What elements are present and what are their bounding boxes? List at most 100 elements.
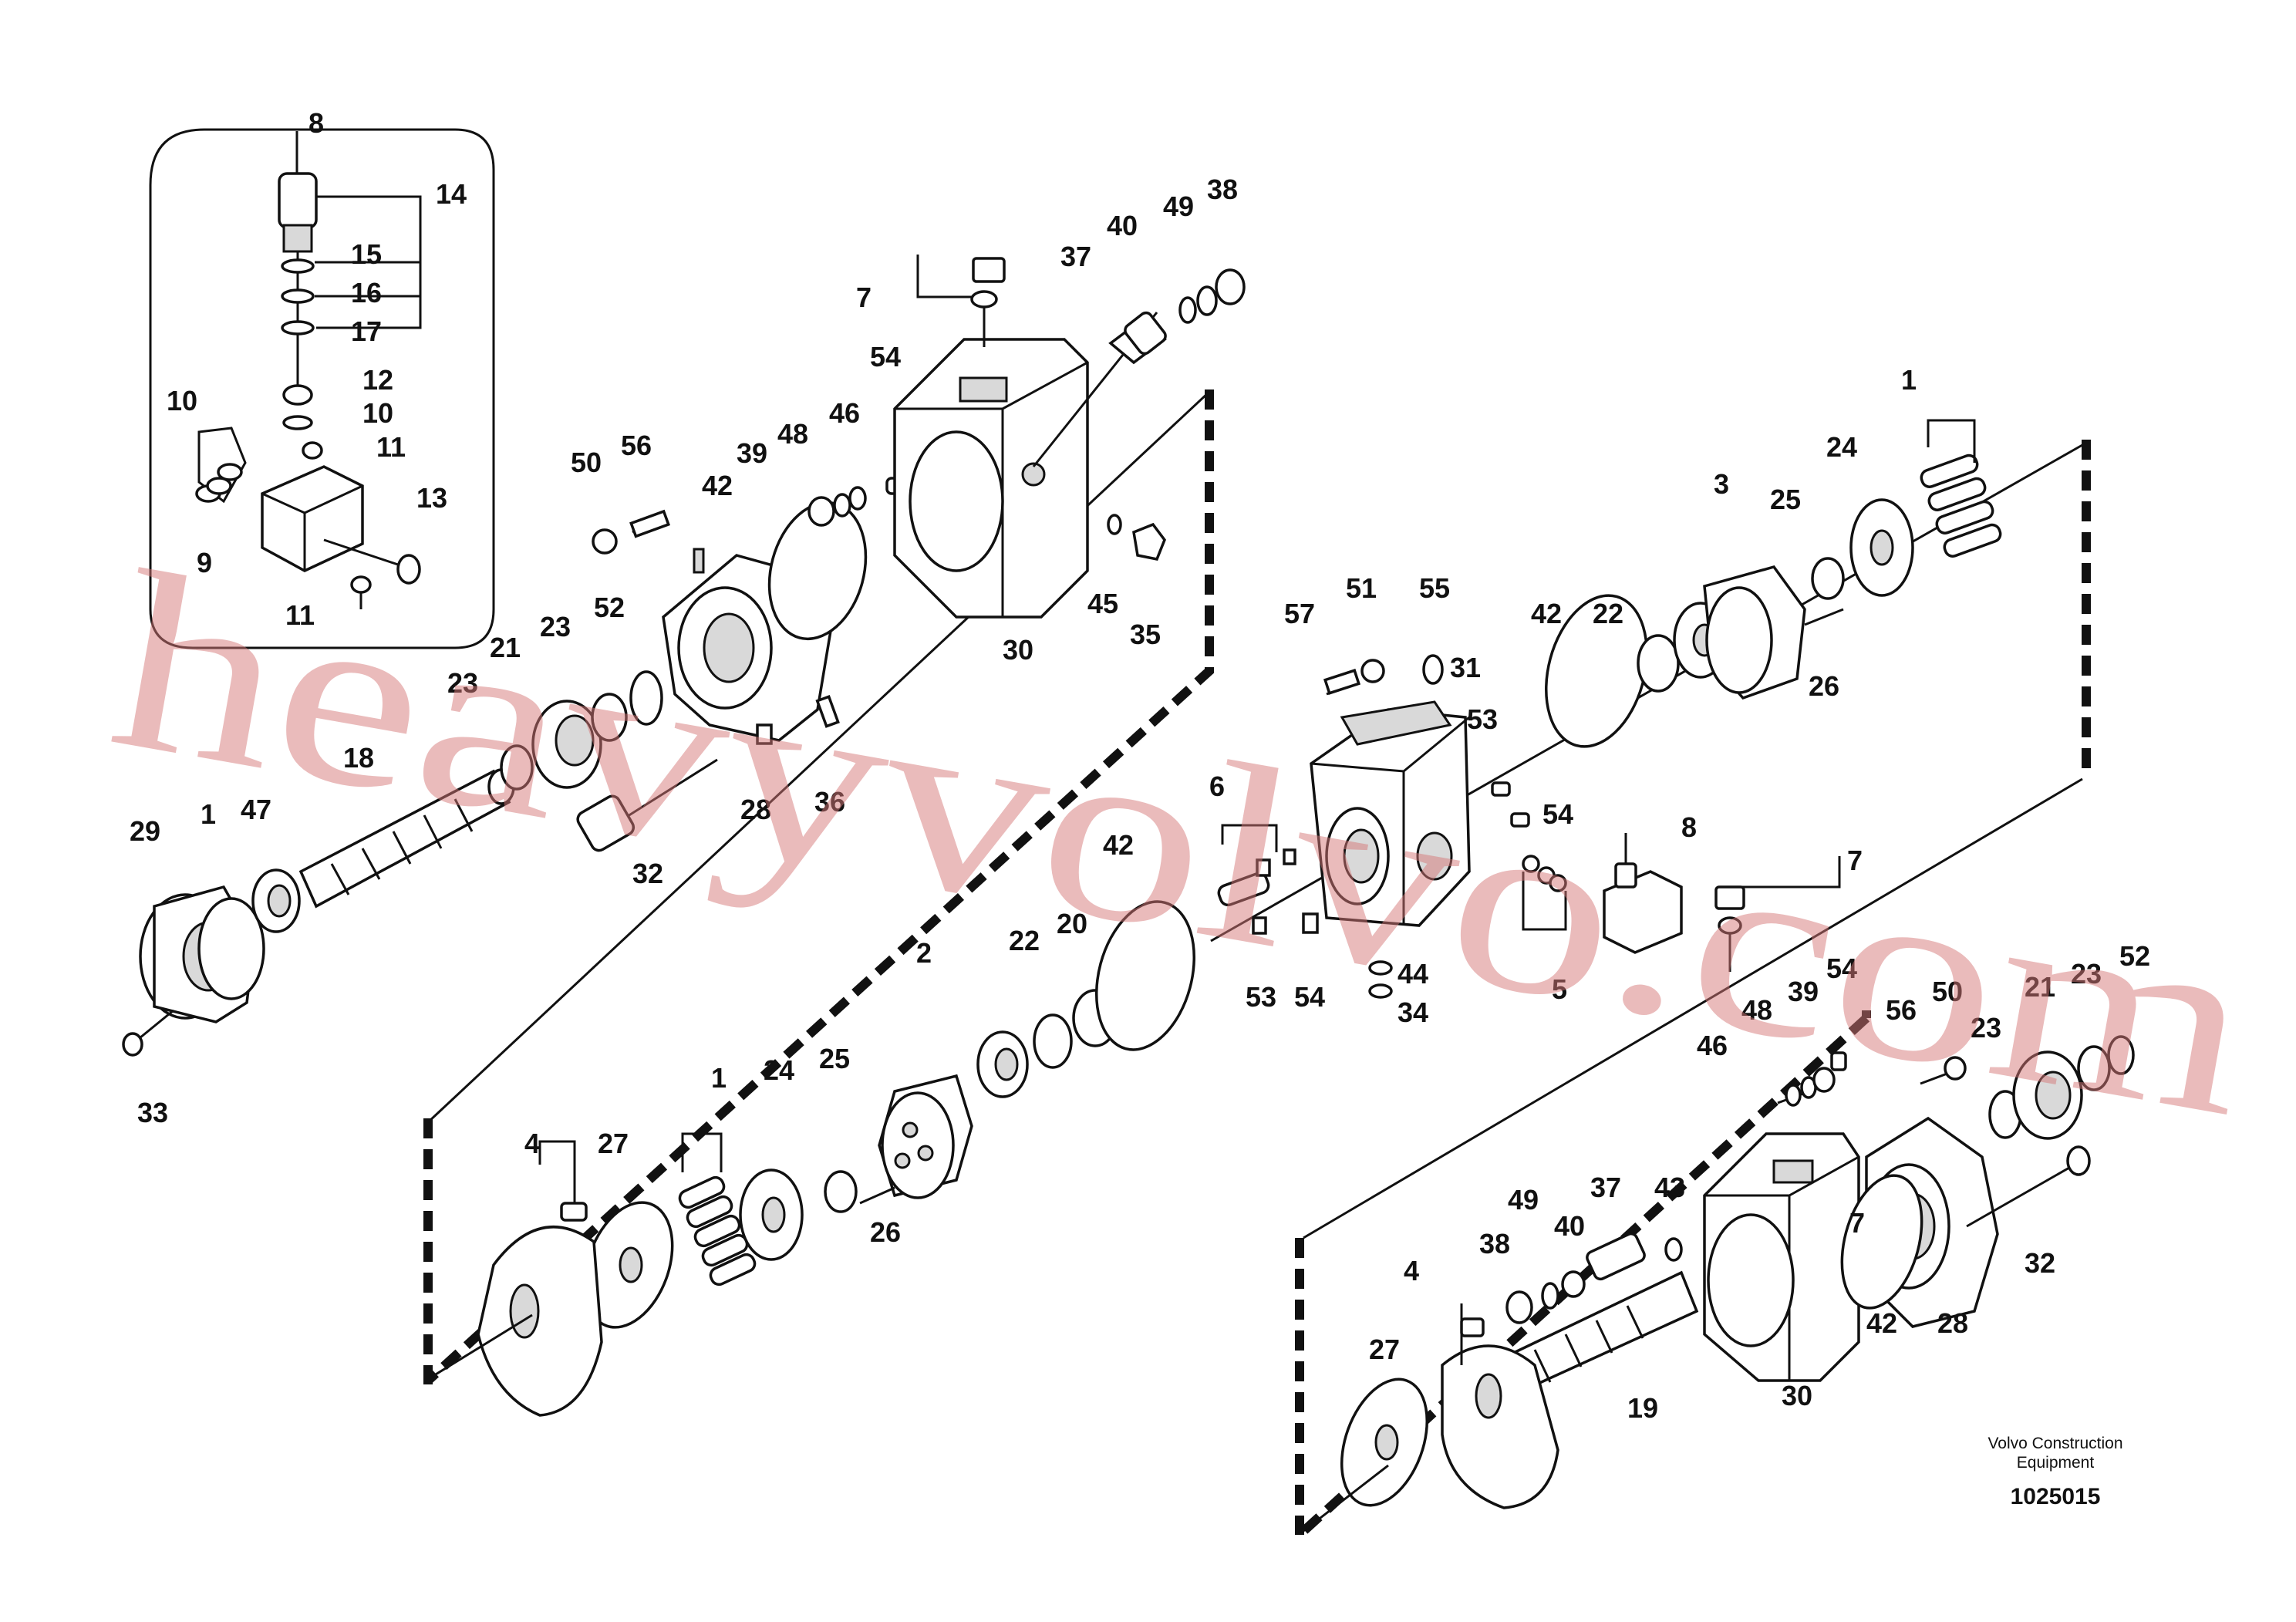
callout-54d: 54: [1826, 953, 1857, 984]
callout-38a: 38: [1207, 174, 1238, 205]
swash-plate-part: [477, 1140, 603, 1417]
callout-12: 12: [362, 364, 393, 396]
callout-47: 47: [241, 794, 271, 825]
callout-54a: 54: [870, 341, 901, 373]
callout-17: 17: [351, 315, 382, 347]
front-pump-assembly: [122, 255, 1246, 1417]
callout-21a: 21: [490, 632, 521, 663]
callout-10b: 10: [167, 385, 197, 416]
callout-14: 14: [436, 178, 467, 210]
callout-40b: 40: [1554, 1210, 1585, 1242]
callout-56b: 56: [1886, 994, 1917, 1026]
callout-10a: 10: [362, 397, 393, 429]
callout-4b: 4: [1404, 1255, 1419, 1286]
callout-28a: 28: [740, 794, 771, 825]
callout-57: 57: [1284, 598, 1315, 629]
valve-head-part: [1210, 419, 2091, 999]
callout-53a: 53: [1246, 981, 1276, 1013]
callout-27a: 27: [598, 1128, 629, 1159]
callout-21b: 21: [2025, 971, 2055, 1003]
callout-49b: 49: [1508, 1184, 1539, 1216]
callout-30a: 30: [1003, 634, 1033, 666]
callout-25b: 25: [1770, 484, 1801, 515]
callout-3: 3: [1714, 468, 1729, 500]
cylinder-block-part: [878, 1074, 973, 1199]
callout-24a: 24: [764, 1054, 794, 1086]
callout-labels: 8 14 15 16 17 12 10 10 11 13 9 11 7 37 4…: [130, 107, 2150, 1424]
callout-27b: 27: [1369, 1334, 1400, 1365]
callout-11b: 11: [285, 599, 315, 631]
callout-33: 33: [137, 1097, 168, 1128]
callout-46b: 46: [1697, 1030, 1728, 1061]
callout-51: 51: [1346, 572, 1377, 604]
callout-7b: 7: [1847, 845, 1863, 876]
callout-39b: 39: [1788, 976, 1819, 1007]
callout-45: 45: [1087, 588, 1118, 619]
callout-19: 19: [1627, 1392, 1658, 1424]
callout-1a: 1: [201, 798, 216, 830]
callout-53b: 53: [1467, 703, 1498, 735]
callout-52b: 52: [2119, 940, 2150, 972]
callout-44: 44: [1397, 958, 1428, 990]
callout-50b: 50: [1932, 976, 1963, 1007]
drawing-number: 1025015: [2011, 1484, 2101, 1509]
callout-42b: 42: [1103, 829, 1134, 861]
callout-37a: 37: [1060, 241, 1091, 272]
callout-54b: 54: [1294, 981, 1325, 1013]
callout-42a: 42: [702, 470, 733, 501]
callout-9: 9: [197, 547, 212, 578]
callout-16: 16: [351, 277, 382, 309]
callout-7a: 7: [856, 282, 872, 313]
credit-line-2: Equipment: [2017, 1454, 2095, 1472]
pistons-part: [678, 1175, 757, 1286]
callout-32b: 32: [2025, 1247, 2055, 1279]
callout-48b: 48: [1741, 994, 1772, 1026]
pump-housing-part: [893, 338, 1089, 619]
callout-20: 20: [1057, 908, 1087, 939]
callout-8: 8: [308, 107, 324, 139]
watermark: heavyvolvo.com: [95, 518, 2271, 1170]
callout-39a: 39: [737, 437, 767, 469]
callout-23c: 23: [1971, 1012, 2001, 1044]
callout-50a: 50: [571, 447, 602, 478]
callout-4a: 4: [524, 1128, 540, 1159]
callout-55: 55: [1419, 572, 1450, 604]
callout-2: 2: [916, 937, 932, 969]
callout-29: 29: [130, 815, 160, 847]
callout-30b: 30: [1782, 1380, 1812, 1411]
callout-40a: 40: [1107, 210, 1138, 241]
callout-56a: 56: [621, 430, 652, 461]
callout-23d: 23: [2071, 958, 2102, 990]
callout-42c: 42: [1531, 598, 1562, 629]
callout-43: 43: [1654, 1172, 1685, 1203]
end-cover-part: [139, 885, 265, 1023]
rear-pump-assembly: [1295, 777, 2135, 1539]
callout-49a: 49: [1163, 191, 1194, 222]
sensor-part: [278, 172, 318, 229]
credit-block: Volvo Construction Equipment 1025015: [1988, 1435, 2122, 1509]
callout-34: 34: [1397, 996, 1428, 1028]
callout-25a: 25: [819, 1043, 850, 1074]
callout-36: 36: [814, 786, 845, 818]
callout-31: 31: [1450, 652, 1481, 683]
callout-11a: 11: [376, 431, 406, 463]
callout-24b: 24: [1826, 431, 1857, 463]
callout-38b: 38: [1479, 1228, 1510, 1259]
callout-23a: 23: [540, 611, 571, 642]
callout-22a: 22: [1009, 925, 1040, 956]
callout-6: 6: [1209, 771, 1225, 802]
callout-26b: 26: [1809, 670, 1839, 702]
callout-13: 13: [416, 482, 447, 514]
callout-28b: 28: [1937, 1307, 1968, 1339]
credit-line-1: Volvo Construction: [1988, 1435, 2122, 1452]
callout-23b: 23: [447, 667, 478, 699]
callout-22b: 22: [1593, 598, 1623, 629]
callout-35: 35: [1130, 619, 1161, 650]
callout-46a: 46: [829, 397, 860, 429]
callout-52a: 52: [594, 592, 625, 623]
callout-1c: 1: [1901, 364, 1917, 396]
callout-32a: 32: [632, 858, 663, 889]
callout-7c: 7: [1849, 1207, 1865, 1239]
callout-15: 15: [351, 238, 382, 270]
